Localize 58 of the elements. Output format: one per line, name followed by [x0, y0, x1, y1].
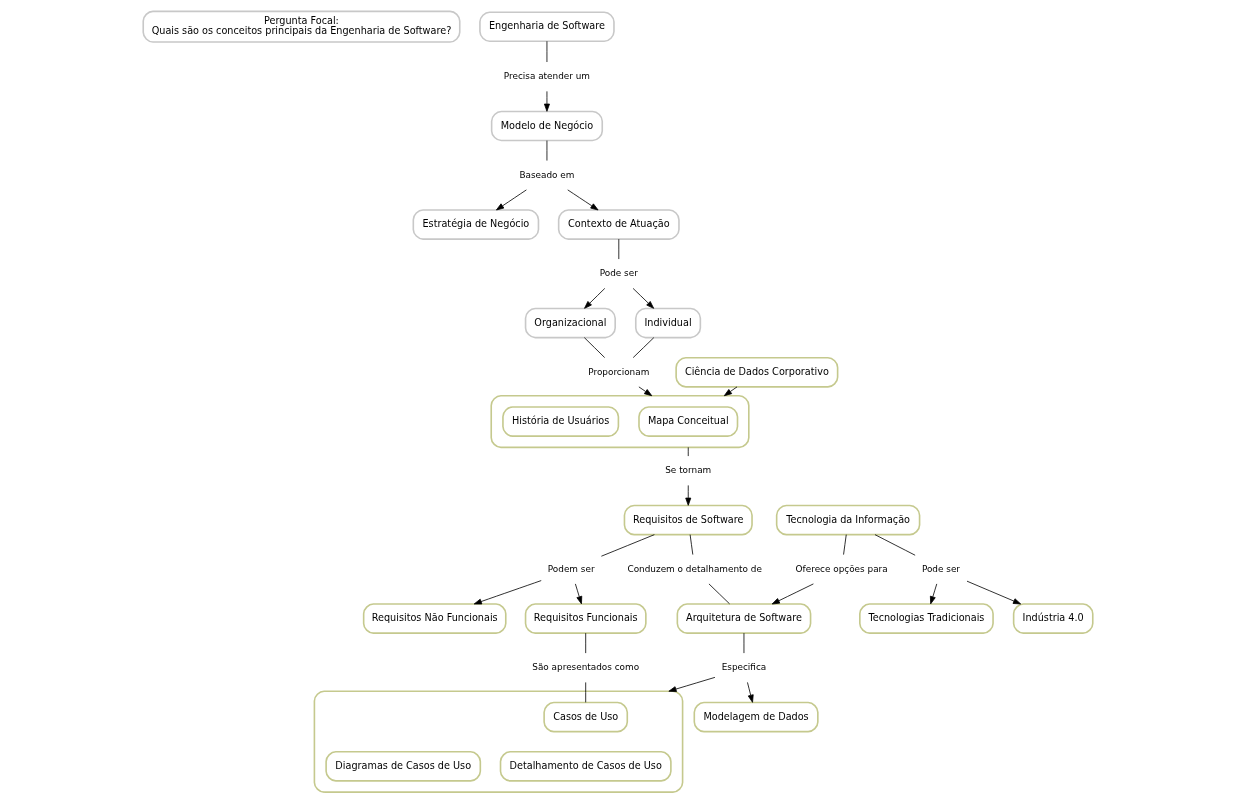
arrow	[544, 90, 550, 112]
node-text: Conduzem o detalhamento de	[627, 563, 762, 574]
node-text: Proporcionam	[588, 366, 650, 377]
arrow	[723, 386, 738, 397]
node-box: Tecnologias Tradicionais	[859, 603, 994, 634]
node-text: Podem ser	[547, 563, 595, 574]
node-box: Requisitos de Software	[623, 504, 753, 536]
node-box: Arquitetura de Software	[676, 603, 812, 634]
arrow	[929, 583, 938, 605]
arrow	[966, 580, 1022, 605]
node-box: Requisitos Não Funcionais	[362, 603, 507, 634]
node-box: Individual	[634, 307, 702, 339]
arrow	[638, 386, 653, 397]
node-text: Oferece opções para	[795, 563, 888, 574]
connector	[708, 583, 730, 605]
connector	[874, 534, 916, 556]
connector	[689, 534, 694, 555]
arrow	[496, 189, 527, 211]
node-text: São apresentados como	[532, 662, 640, 673]
connector	[585, 632, 587, 654]
cluster	[313, 690, 684, 793]
node-text: Especifica	[721, 662, 767, 673]
node-text: Pode ser	[599, 268, 638, 279]
node-box: Detalhamento de Casos de Uso	[499, 751, 672, 782]
node-box: Pergunta Focal: Quais são os conceitos principais da Engenharia de Software?	[142, 10, 461, 43]
node-text: Precisa atender um	[503, 71, 591, 82]
node-box: Requisitos Funcionais	[524, 603, 647, 634]
node-box: Modelo de Negócio	[490, 110, 604, 142]
node-box: Organizacional	[524, 307, 616, 339]
arrow	[473, 580, 542, 605]
connector	[843, 534, 847, 555]
node-box: Mapa Conceitual	[638, 406, 739, 437]
node-box: Engenharia de Software	[479, 11, 615, 43]
node-text: Pode ser	[921, 563, 961, 574]
arrow	[584, 287, 606, 309]
node-text: Baseado em	[519, 169, 575, 180]
node-box: Indústria 4.0	[1012, 603, 1094, 634]
node-box: Modelagem de Dados	[693, 701, 819, 733]
arrow	[574, 583, 583, 605]
arrow	[685, 485, 692, 506]
arrow	[567, 189, 599, 211]
node-box: Ciência de Dados Corporativo	[675, 356, 839, 388]
arrow	[771, 583, 814, 605]
connector	[632, 337, 655, 358]
connector	[600, 534, 655, 557]
node-box: História de Usuários	[502, 406, 620, 437]
arrow	[632, 287, 655, 309]
node-box: Diagramas de Casos de Uso	[325, 751, 482, 782]
arrow	[747, 682, 754, 703]
cluster	[490, 394, 750, 449]
node-box: Tecnologia da Informação	[775, 504, 921, 536]
arrow	[668, 676, 716, 692]
node-box: Contexto de Atuação	[557, 209, 680, 240]
connector	[583, 337, 606, 358]
node-box: Casos de Uso	[543, 701, 629, 733]
connector	[585, 682, 587, 703]
node-box: Estratégia de Negócio	[412, 209, 540, 240]
node-text: Se tornam	[665, 465, 712, 476]
